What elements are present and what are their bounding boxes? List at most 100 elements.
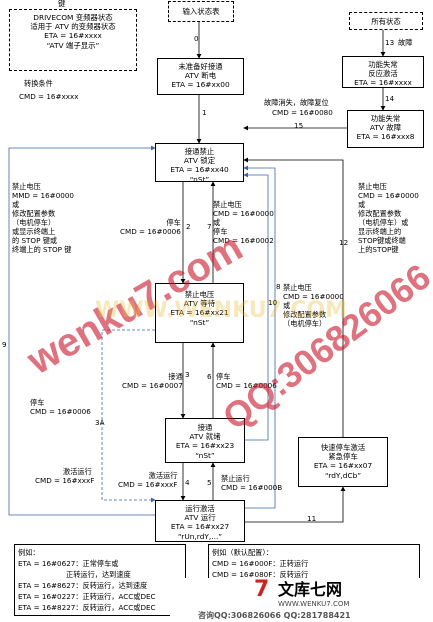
key-label: 键: [58, 0, 66, 8]
note-line: CMD = 16#000F：正转运行: [212, 559, 309, 568]
transition-number: 14: [385, 94, 395, 103]
transition-line: CMD = 16#0000: [358, 191, 419, 200]
transition-line: 禁止运行: [221, 474, 250, 483]
transition-line: 的 STOP 键或: [12, 236, 58, 245]
state-line: 功能失常: [370, 114, 401, 123]
legend-transition-title: 转换条件: [24, 79, 53, 88]
transition-line: 终端上的 STOP 键: [12, 245, 72, 254]
transition-line: 或: [12, 200, 20, 209]
footer-logo: 文库七网: [278, 580, 343, 599]
transition-number: 4: [185, 478, 190, 487]
transition-line: CMD = 16#0006: [216, 381, 277, 390]
transition-line: 显示终端上的: [358, 227, 402, 236]
transition-number: 2: [186, 222, 191, 231]
transition-number: 0: [194, 34, 199, 43]
note-line: ETA = 16#8627：反转运行，达到速度: [18, 581, 148, 590]
transition-line: MMD = 16#0000: [12, 191, 74, 200]
state-line: ETA = 16#xx07: [313, 461, 373, 471]
state-line: ETA = 16#xxxx: [354, 78, 412, 88]
transition-line: 或显示终端上: [12, 227, 56, 236]
transition-number: 9: [2, 340, 7, 349]
state-line: ATV 运行: [184, 513, 216, 523]
transition-line: 停车: [216, 372, 231, 381]
legend-transition-cmd: CMD = 16#xxxx: [19, 92, 79, 101]
transition-line: CMD = 16#0006: [30, 407, 91, 416]
note-line: ETA = 16#0227：正转运行，ACC或DEC: [18, 592, 156, 601]
transition-line: 接通: [168, 372, 183, 381]
fault-label: 故障: [398, 38, 413, 47]
watermark-url: WWW.WENKU7.COM: [95, 298, 348, 323]
legend-line: 适用于 ATV 的变频器状态: [30, 22, 116, 32]
input-state-label: 输入状态表: [182, 7, 220, 16]
transition-line: 禁止电压: [283, 283, 312, 292]
transition-number: 3: [185, 370, 190, 379]
transition-9-text: 禁止电压 MMD = 16#0000 或 修改配置参数 （电机停车） 或显示终端…: [12, 182, 74, 254]
note-cmd-examples: 例如（默认配置）： CMD = 16#000F：正转运行 CMD = 16#08…: [208, 544, 420, 584]
state-line: “rdY,dCb”: [324, 470, 362, 480]
transition-line: 或: [213, 218, 221, 227]
state-switch-on-disabled: 接通禁止 ATV 锁定 ETA = 16#xx40 “nSt”: [155, 143, 244, 184]
legend-line: “ATV 端子显示”: [46, 40, 100, 50]
state-line: 功能失常: [368, 60, 398, 69]
note-line: CMD = 16#080F：反转运行: [212, 570, 309, 579]
transition-line: 停车: [213, 227, 228, 236]
transition-line: 修改配置参数: [358, 209, 402, 218]
state-line: 紧急停车: [328, 452, 358, 462]
state-line: ATV 断电: [184, 71, 217, 81]
legend-line: ETA = 16#xxxx: [44, 31, 102, 41]
note-line: 例如（默认配置）：: [212, 548, 274, 557]
footer-banner: 7 文库七网 WWW.WENKU7.COM 咨询QQ:306826066 QQ:…: [170, 578, 433, 622]
state-line: ETA = 16#xx27: [170, 522, 230, 532]
transition-line: STOP键或终端: [358, 236, 406, 245]
note-line: ETA = 16#0627：正常停车或: [18, 559, 119, 568]
transition-3-text: 接通 CMD = 16#0007: [122, 372, 183, 390]
transition-line: 或: [283, 301, 291, 310]
transition-line: 禁止电压: [12, 182, 41, 191]
state-line: “nSt”: [189, 317, 210, 327]
state-line: 接通禁止: [184, 147, 215, 156]
state-line: ATV 锁定: [183, 156, 216, 166]
state-line: 快速停车激活: [320, 443, 366, 452]
state-line: ETA = 16#xxx8: [356, 132, 415, 142]
state-line: “nSt”: [195, 450, 215, 460]
fault-clear-cmd: CMD = 16#0080: [272, 108, 333, 117]
transition-4-text: 激活运行 CMD = 16#xxxF: [118, 471, 177, 489]
transition-number: 10: [268, 298, 278, 307]
transition-line: 激活运行: [63, 467, 92, 476]
state-line: ATV 等待: [183, 299, 216, 309]
legend-line: DRIVECOM 变频器状态: [33, 13, 113, 22]
footer-logo-icon: 7: [254, 577, 270, 602]
transition-12-text: 禁止电压 CMD = 16#0000 或 修改配置参数 （电机停车）或 显示终端…: [358, 182, 419, 254]
transition-line: （电机停车）或: [358, 218, 409, 227]
transition-3a-text: 停车 CMD = 16#0006: [30, 398, 91, 416]
transition-5-text: 禁止运行 CMD = 16#000B: [221, 474, 282, 492]
transition-6-text: 停车 CMD = 16#0006: [216, 372, 277, 390]
state-line: ATV 就绪: [189, 432, 221, 442]
transition-number: 7: [207, 222, 212, 231]
transition-number: 5: [207, 478, 212, 487]
transition-line: 停车: [166, 218, 181, 227]
state-line: “rUn,rdY,...”: [177, 531, 223, 541]
input-state-box: 输入状态表: [168, 1, 234, 22]
transition-line: 停车: [30, 398, 45, 407]
state-line: ATV 故障: [369, 123, 402, 133]
note-line: 例如：: [18, 548, 40, 557]
transition-line: 上的STOP键: [358, 245, 399, 254]
transition-10-text: 禁止电压 CMD = 16#0000 或 修改配置参数 （电机停车）: [283, 283, 344, 328]
note-line: 正转运行，达到速度: [66, 570, 131, 579]
transition-line: CMD = 16#000B: [221, 483, 283, 492]
transition-line: CMD = 16#xxxF: [35, 476, 95, 485]
state-line: ETA = 16#xx23: [175, 441, 235, 451]
transition-line: （电机停车）: [283, 319, 327, 328]
transition-line: 修改配置参数: [283, 310, 327, 319]
transition-disable-text: 禁止电压 CMD = 16#0000 或 停车 CMD = 16#0002: [213, 200, 274, 245]
state-line: ETA = 16#xx21: [170, 308, 229, 318]
transition-line: （电机停车）: [12, 218, 56, 227]
transition-line: 修改配置参数: [12, 209, 56, 218]
transition-number: 3A: [95, 418, 105, 427]
footer-url: WWW.WENKU7.COM: [278, 600, 350, 608]
transition-number: 15: [294, 121, 304, 130]
state-line: 未准备好接通: [178, 62, 223, 71]
state-line: ETA = 16#xx00: [171, 80, 230, 90]
